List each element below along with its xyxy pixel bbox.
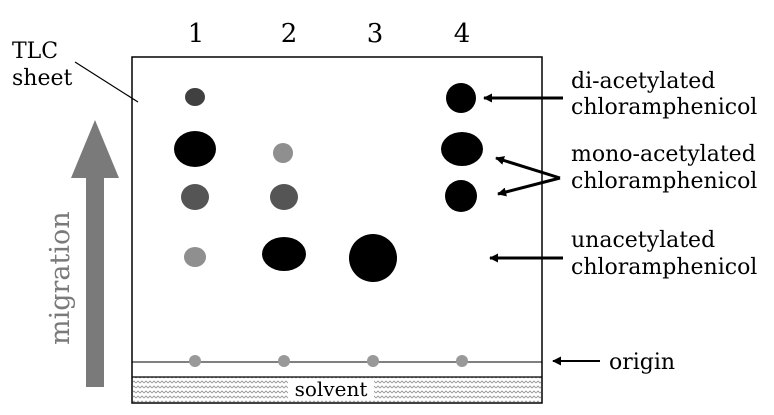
origin-spot-lane-2: [278, 355, 290, 367]
di-acetylated-label-line-1: di-acetylated: [571, 69, 715, 94]
lane-2-unacetylated-spot: [262, 237, 306, 271]
lane-label-2: 2: [281, 19, 298, 49]
origin-label: origin: [609, 350, 675, 375]
lane-4-mono-acetylated-spot-upper: [441, 132, 483, 166]
lane-label-4: 4: [454, 19, 471, 49]
lane-label-1: 1: [188, 19, 205, 49]
mono-acetylated-arrow-upper-icon: [495, 156, 561, 180]
origin-spot-lane-1: [189, 355, 201, 367]
lane-3-unacetylated-spot: [349, 234, 397, 282]
tlc-label-line-1: TLC: [12, 39, 58, 64]
lane-1-mono-acetylated-spot-upper: [174, 131, 216, 167]
unacetylated-label-line-1: unacetylated: [571, 228, 715, 253]
migration-label: migration: [45, 211, 76, 345]
tlc-pointer-line: [74, 61, 139, 103]
lane-1-mono-acetylated-spot-lower: [181, 184, 209, 210]
lane-label-3: 3: [367, 19, 384, 49]
tlc-sheet: [131, 56, 543, 404]
migration-arrow-icon: [71, 120, 119, 387]
lane-4-mono-acetylated-spot-lower: [445, 180, 477, 212]
mono-acetylated-arrow-lower-icon: [497, 176, 561, 197]
lane-1-di-acetylated-spot: [185, 88, 205, 106]
origin-spot-lane-3: [367, 355, 379, 367]
lane-4-di-acetylated-spot: [446, 83, 476, 113]
origin-spot-lane-4: [456, 355, 468, 367]
solvent-label: solvent: [295, 377, 368, 401]
mono-acetylated-label-line-1: mono-acetylated: [571, 142, 756, 167]
tlc-label-line-2: sheet: [12, 66, 72, 91]
lane-1-unacetylated-spot: [184, 247, 206, 267]
mono-acetylated-label-line-2: chloramphenicol: [571, 169, 757, 194]
lane-2-mono-acetylated-spot-upper: [273, 143, 293, 163]
di-acetylated-label-line-2: chloramphenicol: [571, 95, 757, 120]
lane-2-mono-acetylated-spot-lower: [270, 184, 298, 210]
solvent-label-bg: [288, 379, 374, 400]
unacetylated-label-line-2: chloramphenicol: [571, 255, 757, 280]
